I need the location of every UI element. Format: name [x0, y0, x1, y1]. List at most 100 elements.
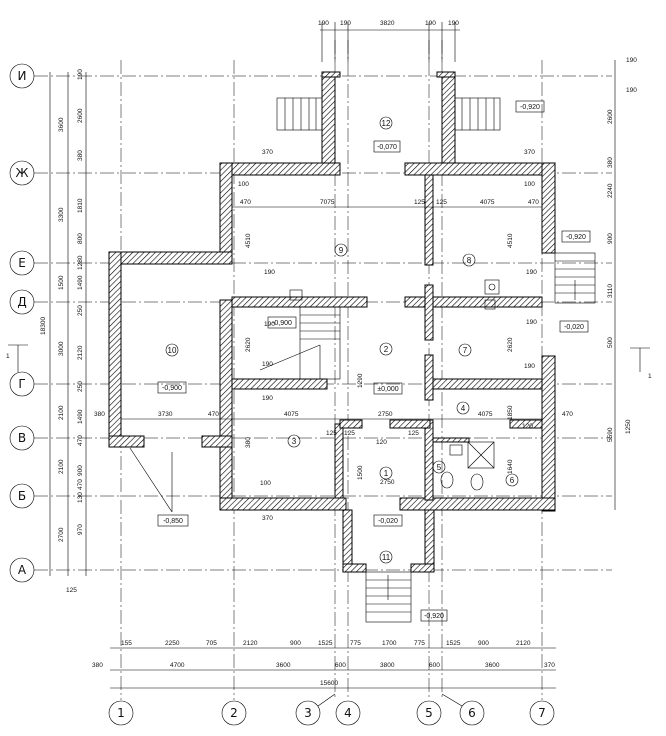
dim-label: 1640	[507, 459, 514, 474]
column-axis-markers: 1 2 3 4 5 6 7	[108, 693, 555, 726]
room-number: 12	[382, 119, 391, 128]
axis-label-row: Е	[18, 256, 26, 270]
dim-label: 900	[77, 465, 84, 476]
level-value: -0,920	[566, 234, 586, 241]
level-marks: -0,070 -0,920 -0,920 -0,020 -0,900 -0,90…	[129, 100, 591, 622]
axis-label-col: 5	[425, 706, 433, 720]
dim-label: 3600	[58, 117, 65, 132]
dim-label: 900	[607, 233, 614, 244]
dim-label: 4700	[170, 662, 185, 669]
walls	[108, 71, 556, 573]
dim-label: 3110	[607, 284, 614, 298]
room-number: 3	[292, 437, 297, 446]
dim-label: 125	[326, 430, 337, 437]
level-value: -0,920	[520, 104, 540, 111]
dim-label: 900	[478, 640, 489, 647]
room-number: 4	[461, 404, 466, 413]
dim-label: 1500	[357, 465, 364, 480]
dim-label: 4510	[507, 233, 514, 248]
dim-label: 7075	[320, 199, 335, 206]
dim-label: 155	[121, 640, 132, 647]
dim-label: 470	[528, 199, 539, 206]
dim-label: 190	[264, 269, 275, 276]
dim-label: 100	[524, 181, 535, 188]
axis-label-row: Ж	[16, 166, 29, 180]
dim-label: 190	[262, 361, 273, 368]
dim-label: 3000	[58, 341, 65, 356]
dim-label: 4510	[245, 233, 252, 248]
axis-label-row: И	[18, 69, 27, 83]
dim-label: 2120	[243, 640, 258, 647]
dim-label: 470	[240, 199, 251, 206]
dim-label: 470	[77, 435, 84, 446]
dim-label: 190	[340, 20, 351, 27]
dim-label: 1500	[58, 275, 65, 290]
dim-label: 600	[335, 662, 346, 669]
level-value: -0,850	[163, 518, 183, 525]
dim-label: 125	[344, 430, 355, 437]
axis-label-row: Б	[18, 489, 26, 503]
level-value: ±0,000	[377, 386, 398, 393]
dim-label: 500	[607, 337, 614, 348]
dim-label: 370	[262, 149, 273, 156]
dim-label: 900	[290, 640, 301, 647]
dim-label: 130	[77, 492, 84, 503]
dim-label: 470	[208, 411, 219, 418]
left-dimension-chains: 3600 2600 380 190 3300 1810 800 1280 149…	[40, 69, 87, 594]
room-labels: 12 9 8 10 2 7 4 3 1 5 6 11	[165, 116, 519, 564]
dim-label: 2100	[58, 405, 65, 420]
dim-label: 100	[238, 181, 249, 188]
room-number: 11	[382, 553, 391, 562]
room-number: 8	[467, 256, 472, 265]
dim-label: 190	[626, 57, 637, 64]
level-value: -0,920	[424, 613, 444, 620]
dim-label: 190	[626, 87, 637, 94]
room-number: 10	[168, 346, 177, 355]
dim-label: 125	[408, 430, 419, 437]
dim-label: 3730	[158, 411, 173, 418]
dim-label: 2100	[58, 459, 65, 474]
dim-label: 2120	[516, 640, 531, 647]
dim-label: 190	[318, 20, 329, 27]
dim-label: 2120	[77, 345, 84, 360]
dim-label: 470	[562, 411, 573, 418]
room-number: 9	[339, 246, 344, 255]
dim-label: 190	[77, 69, 84, 80]
axis-label-row: Г	[18, 377, 25, 391]
dim-label: 18300	[40, 317, 47, 335]
dim-label: 800	[77, 233, 84, 244]
dim-label: 4075	[284, 411, 299, 418]
dim-label: 120	[376, 439, 387, 446]
dim-label: 190	[264, 321, 275, 328]
level-value: -0,020	[564, 324, 584, 331]
dim-label: 3600	[485, 662, 500, 669]
terrace-stairs	[276, 97, 501, 131]
side-stairs	[554, 252, 596, 304]
bottom-dimension-chains: 155 2250 705 2120 900 1525 775 1700 775 …	[92, 640, 556, 689]
dim-label: 190	[425, 20, 436, 27]
dim-label: 250	[77, 381, 84, 392]
axis-label-row: В	[18, 431, 26, 445]
dim-label: 125	[436, 199, 447, 206]
top-dimension-chain: 190 190 3820 190 190	[318, 20, 460, 62]
dim-label: 1700	[382, 640, 397, 647]
dim-label: 2620	[507, 337, 514, 352]
interior-dimensions: 470 7075 125 125 4075 470 380 3730 470 4…	[94, 149, 632, 522]
axis-label-col: 1	[117, 706, 125, 720]
dim-label: 380	[77, 150, 84, 161]
dim-label: 120	[522, 423, 533, 430]
dim-label: 125	[414, 199, 425, 206]
row-axis-markers: И Ж Е Д Г В Б А	[9, 63, 35, 583]
dim-label: 2620	[245, 337, 252, 352]
section-marker-label: 1	[648, 373, 652, 380]
dim-label: 1490	[77, 275, 84, 290]
dim-label: 1525	[318, 640, 333, 647]
dim-label: 775	[350, 640, 361, 647]
room-number: 7	[463, 346, 468, 355]
axis-label-col: 3	[304, 706, 312, 720]
section-marker-label: 1	[6, 353, 10, 360]
dim-label: 250	[77, 305, 84, 316]
axis-label-row: А	[18, 563, 27, 577]
dim-label: 1810	[77, 198, 84, 213]
